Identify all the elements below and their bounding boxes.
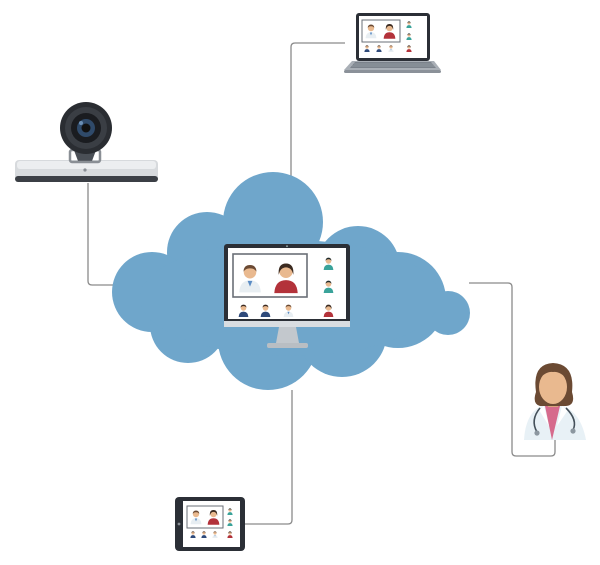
connector-tablet — [245, 390, 293, 525]
tablet-icon[interactable] — [175, 497, 245, 551]
connector-camera — [87, 183, 128, 286]
laptop-icon[interactable] — [344, 13, 441, 73]
conference-camera-icon[interactable] — [15, 102, 158, 182]
connector-doctor — [469, 282, 556, 457]
connectors — [87, 42, 556, 525]
conference-monitor[interactable] — [224, 244, 350, 348]
connector-laptop — [290, 42, 345, 178]
female-doctor-icon[interactable] — [524, 363, 586, 440]
